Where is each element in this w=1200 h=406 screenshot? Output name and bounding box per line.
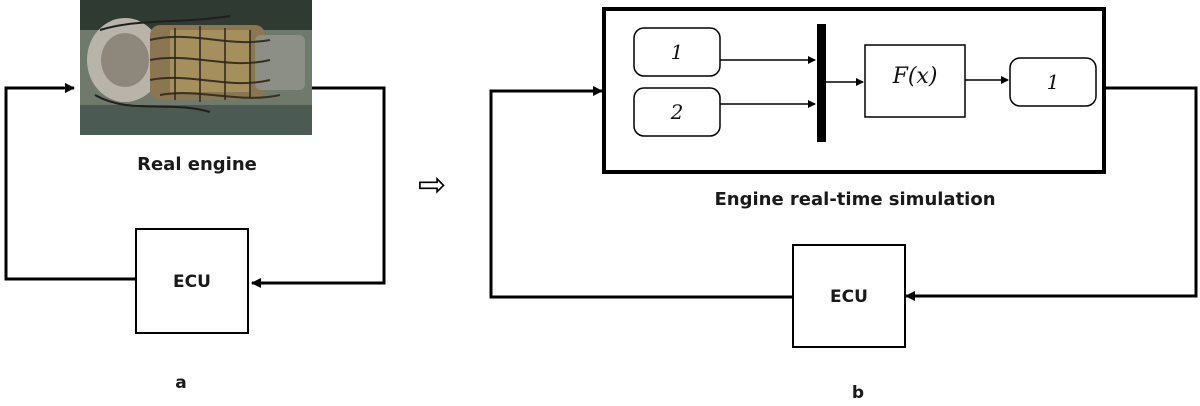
real-engine-image: [80, 0, 312, 135]
panel-a: Real engine ECU a: [4, 0, 386, 393]
mux-bar: [817, 24, 826, 142]
output-block-label: 1: [1047, 70, 1060, 94]
ecu-label-a: ECU: [173, 272, 211, 292]
connector-simulation-to-ecu: [905, 86, 1198, 301]
connector-ecu-to-simulation: [489, 86, 793, 299]
function-block-label: F(x): [892, 64, 938, 89]
input-block-1: [633, 27, 721, 77]
panel-b: 1 2 F(x) 1 Engine real-time simulation E…: [489, 7, 1198, 403]
real-engine-label: Real engine: [137, 154, 257, 175]
input-block-2: [633, 87, 721, 137]
connector-ecu-to-engine: [4, 83, 136, 281]
connector-engine-to-ecu: [251, 86, 386, 288]
input-block-2-label: 2: [670, 100, 684, 124]
input-block-1-label: 1: [671, 40, 684, 64]
function-block: [864, 44, 966, 118]
ecu-label-b: ECU: [830, 287, 868, 307]
caption-a: a: [175, 373, 186, 393]
ecu-block-a: [135, 228, 249, 334]
ecu-block-b: [792, 244, 906, 348]
transition-arrow-icon: ⇨: [418, 165, 447, 205]
simulation-label: Engine real-time simulation: [714, 189, 995, 210]
output-block: [1009, 57, 1097, 107]
caption-b: b: [852, 383, 864, 403]
